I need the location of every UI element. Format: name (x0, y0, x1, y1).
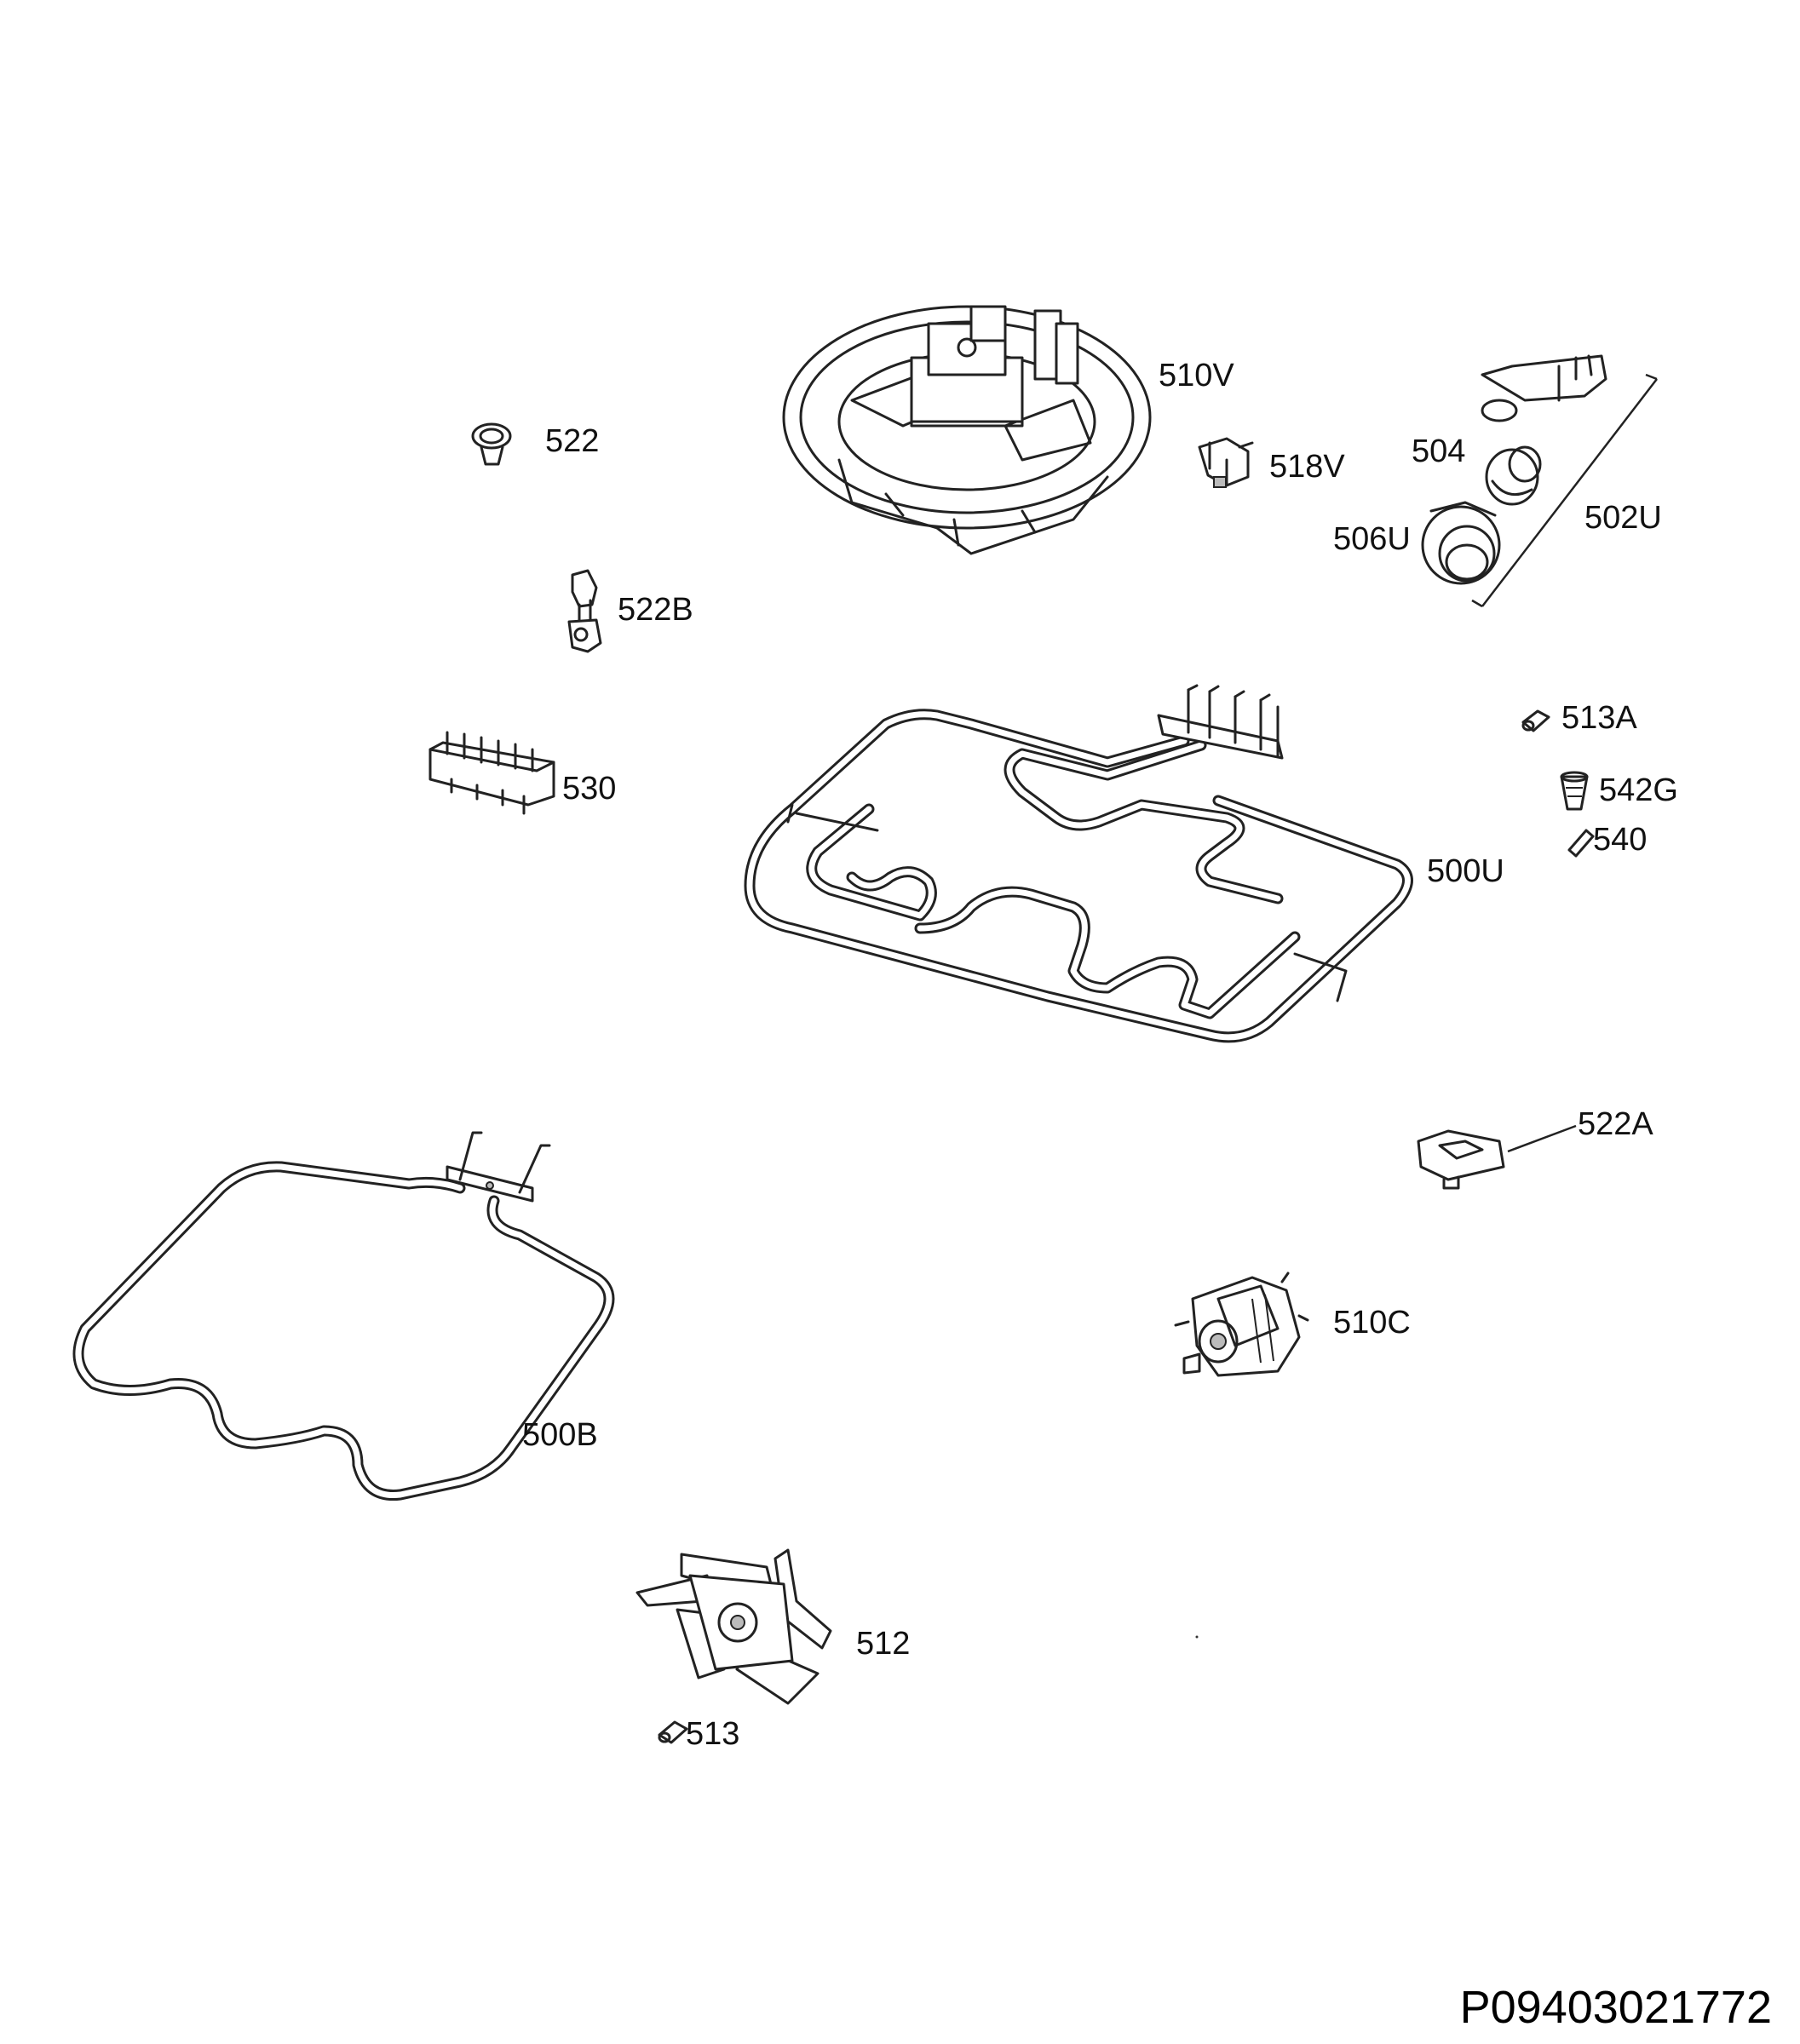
clip-icon (471, 422, 512, 466)
part-label: 504 (1412, 433, 1465, 469)
part-label: 502U (1584, 500, 1662, 536)
part-label: 510C (1333, 1305, 1411, 1341)
part-label: 530 (562, 771, 616, 807)
part-label: 500B (522, 1417, 598, 1453)
part-label: 522B (618, 592, 693, 628)
part-label: 542G (1599, 772, 1678, 808)
part-label: 510V (1159, 358, 1234, 393)
safety-thermostat-icon (1417, 1124, 1577, 1190)
part-label: 518V (1269, 449, 1345, 485)
part-label: 522A (1578, 1106, 1653, 1142)
nut-icon (1521, 709, 1550, 732)
speck (1195, 1635, 1199, 1639)
fan-motor-housing-icon (782, 305, 1152, 555)
upper-heating-element-icon (744, 684, 1413, 1043)
lower-heating-element-icon (72, 1131, 615, 1501)
fan-blade-icon (635, 1548, 832, 1705)
lamp-glass-icon (1485, 445, 1542, 506)
part-label: 512 (856, 1626, 910, 1662)
nut-icon (658, 1720, 688, 1744)
terminal-block-icon (428, 731, 555, 815)
part-label: 506U (1333, 521, 1411, 557)
lamp-holder-icon (1421, 501, 1501, 585)
lamp-assembly-icon (1471, 354, 1658, 608)
thermostat-icon (567, 569, 602, 653)
part-label: 522 (545, 423, 599, 459)
plug-icon (1560, 771, 1589, 811)
part-label: 540 (1593, 822, 1647, 858)
part-label: 500U (1427, 853, 1504, 889)
pin-icon (1567, 829, 1595, 858)
bracket-icon (1198, 437, 1254, 488)
part-label: 513A (1561, 700, 1637, 736)
part-label: 513 (686, 1716, 739, 1752)
motor-icon (1174, 1272, 1309, 1377)
document-id: P09403021772 (1460, 1982, 1772, 2033)
